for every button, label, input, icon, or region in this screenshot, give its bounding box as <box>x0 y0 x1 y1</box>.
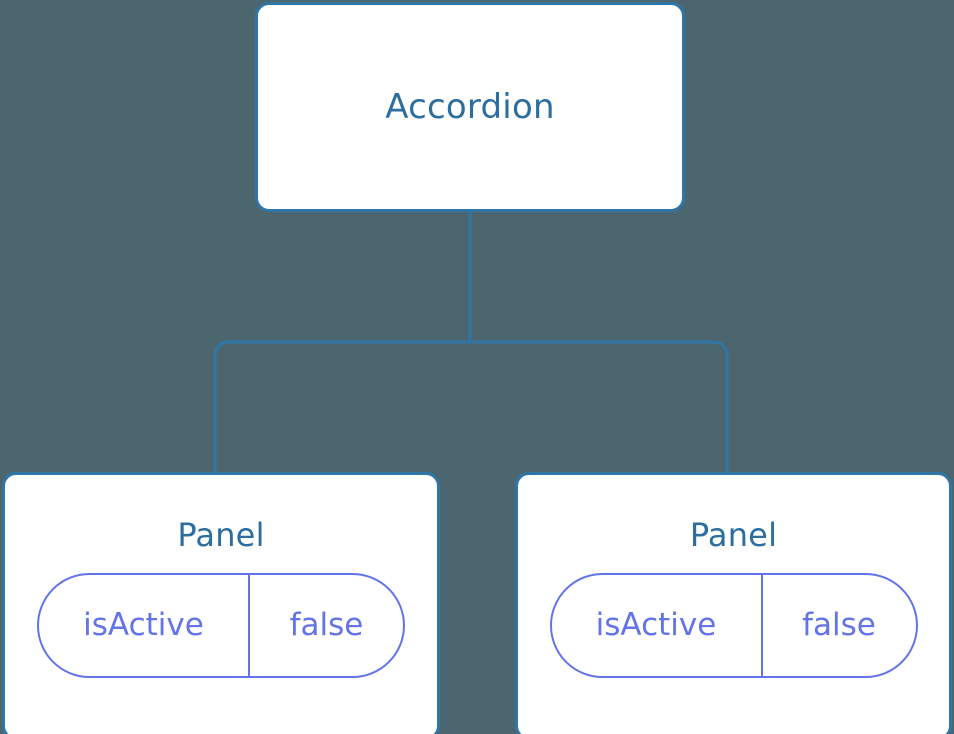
panel-node-2-prop-key: isActive <box>552 575 763 676</box>
panel-node-1-title: Panel <box>177 516 265 554</box>
edge-accordion-to-panel-2 <box>470 340 729 474</box>
panel-node-2-prop-value: false <box>802 607 876 643</box>
edge-accordion-to-panel-1 <box>213 340 470 474</box>
panel-node-1-prop-key: isActive <box>39 575 250 676</box>
panel-node-1-prop-pill[interactable]: isActive false <box>37 573 405 678</box>
accordion-node[interactable]: Accordion <box>255 2 685 212</box>
panel-node-1[interactable]: Panel isActive false <box>2 472 440 734</box>
panel-node-2-title: Panel <box>689 516 778 554</box>
panel-node-1-prop-value: false <box>289 607 364 643</box>
panel-node-2[interactable]: Panel isActive false <box>515 472 952 734</box>
panel-node-2-prop-pill[interactable]: isActive false <box>549 573 918 678</box>
accordion-node-title: Accordion <box>385 87 555 127</box>
